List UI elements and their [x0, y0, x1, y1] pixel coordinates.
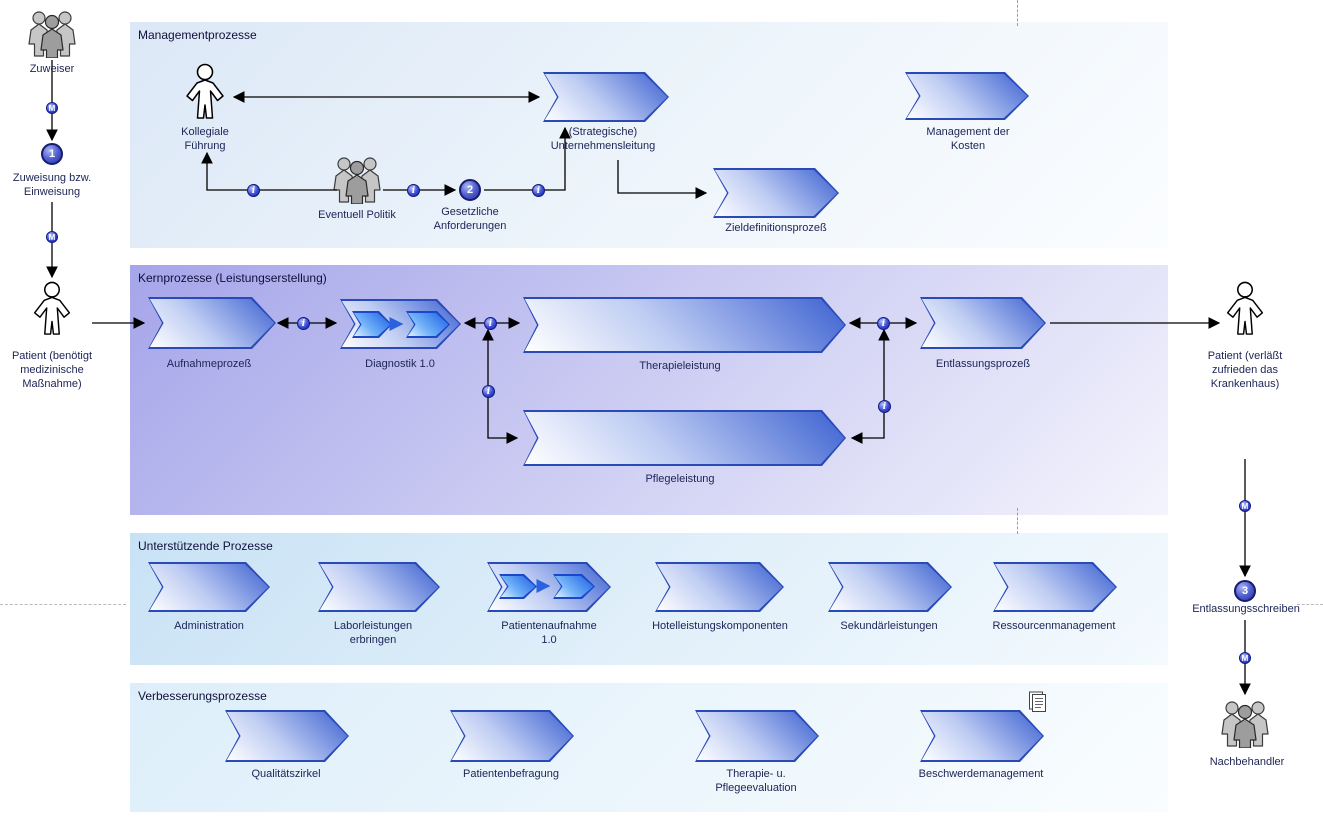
person-glyph — [186, 63, 224, 119]
page-break-mark — [1017, 508, 1018, 534]
laborleistungen-label: Laborleistungen erbringen — [333, 620, 413, 646]
people-group-glyph — [28, 11, 76, 59]
process-aufnahmeprozess[interactable] — [148, 297, 276, 349]
material-flow-badge[interactable]: M — [1239, 500, 1251, 512]
information-flow-badge[interactable]: i — [484, 317, 497, 330]
qualitaetszirkel-label: Qualitätszirkel — [251, 768, 321, 780]
process-administration[interactable] — [148, 562, 270, 612]
milestone-2-circle[interactable]: 2 — [459, 179, 481, 201]
material-flow-badge[interactable]: M — [46, 231, 58, 243]
information-flow-badge[interactable]: i — [247, 184, 260, 197]
zieldefinitionsprozess-label: Zieldefinitionsprozeß — [725, 222, 827, 234]
subprocess-diagnostik-step2[interactable] — [406, 311, 450, 338]
information-flow-badge[interactable]: i — [878, 400, 891, 413]
material-flow-badge[interactable]: M — [46, 102, 58, 114]
therapie-pflegeevaluation-label: Therapie- u. Pflegeevaluation — [715, 768, 797, 794]
material-flow-badge[interactable]: M — [1239, 652, 1251, 664]
page-break-mark — [1017, 0, 1018, 26]
nachbehandler-group-icon[interactable] — [1219, 698, 1271, 753]
document-glyph — [1029, 691, 1046, 712]
information-flow-badge[interactable]: i — [877, 317, 890, 330]
eventuell-politik-group-icon[interactable] — [331, 154, 383, 209]
beschwerdemanagement-label: Beschwerdemanagement — [918, 768, 1044, 780]
ressourcenmanagement-label: Ressourcenmanagement — [992, 620, 1116, 632]
information-flow-badge[interactable]: i — [482, 385, 495, 398]
band-title-support: Unterstützende Prozesse — [138, 539, 273, 553]
subprocess-diagnostik-step1[interactable] — [352, 311, 392, 338]
patient-end-person-icon[interactable] — [1223, 281, 1267, 340]
process-beschwerdemanagement[interactable] — [920, 710, 1044, 762]
zuweiser-label: Zuweiser — [29, 63, 75, 75]
document-icon — [1027, 691, 1047, 718]
patient-start-person-icon[interactable] — [30, 281, 74, 340]
subprocess-patientenaufnahme-step1[interactable] — [499, 574, 537, 599]
patient-start-label: Patient (benötigt medizinische Maßnahme) — [11, 350, 93, 390]
page-break-mark — [0, 604, 126, 605]
process-qualitaetszirkel[interactable] — [225, 710, 349, 762]
sekundaerleistungen-label: Sekundärleistungen — [840, 620, 938, 632]
process-ressourcenmanagement[interactable] — [993, 562, 1117, 612]
milestone-1-circle[interactable]: 1 — [41, 143, 63, 165]
milestone-2-label: Gesetzliche Anforderungen — [433, 206, 507, 232]
administration-label: Administration — [174, 620, 244, 632]
aufnahmeprozess-label: Aufnahmeprozeß — [166, 358, 252, 370]
process-pflegeleistung[interactable] — [523, 410, 846, 466]
band-managementprozesse: Managementprozesse — [130, 22, 1168, 248]
eventuell-politik-label: Eventuell Politik — [318, 209, 396, 221]
milestone-3-label: Entlassungsschreiben — [1192, 603, 1300, 615]
patientenbefragung-label: Patientenbefragung — [462, 768, 560, 780]
band-title-improvement: Verbesserungsprozesse — [138, 689, 267, 703]
process-patientenbefragung[interactable] — [450, 710, 574, 762]
process-entlassungsprozess[interactable] — [920, 297, 1046, 349]
patientenaufnahme-label: Patientenaufnahme 1.0 — [501, 620, 597, 646]
milestone-3-circle[interactable]: 3 — [1234, 580, 1256, 602]
information-flow-badge[interactable]: i — [297, 317, 310, 330]
process-sekundaerleistungen[interactable] — [828, 562, 952, 612]
process-management-der-kosten[interactable] — [905, 72, 1029, 120]
process-hotelleistungskomponenten[interactable] — [655, 562, 784, 612]
person-glyph — [1226, 281, 1264, 335]
entlassungsprozess-label: Entlassungsprozeß — [935, 358, 1031, 370]
people-group-glyph — [1221, 701, 1269, 749]
strategische-unternehmensleitung-label: (Strategische) Unternehmensleitung — [550, 126, 656, 152]
person-glyph — [33, 281, 71, 335]
band-title-management: Managementprozesse — [138, 28, 257, 42]
process-therapie-pflegeevaluation[interactable] — [695, 710, 819, 762]
subprocess-patientenaufnahme-step2[interactable] — [553, 574, 595, 599]
information-flow-badge[interactable]: i — [407, 184, 420, 197]
diagnostik-label: Diagnostik 1.0 — [365, 358, 435, 370]
pflegeleistung-label: Pflegeleistung — [645, 473, 715, 485]
process-therapieleistung[interactable] — [523, 297, 846, 353]
milestone-1-label: Zuweisung bzw. Einweisung — [12, 172, 92, 198]
kollegiale-fuehrung-person-icon[interactable] — [183, 62, 227, 125]
information-flow-badge[interactable]: i — [532, 184, 545, 197]
process-strategische-unternehmensleitung[interactable] — [543, 72, 669, 122]
zuweiser-group-icon[interactable] — [26, 8, 78, 63]
patient-end-label: Patient (verläßt zufrieden das Krankenha… — [1207, 350, 1283, 390]
therapieleistung-label: Therapieleistung — [639, 360, 721, 372]
people-group-glyph — [333, 157, 381, 205]
kollegiale-fuehrung-label: Kollegiale Führung — [181, 126, 229, 152]
process-zieldefinitionsprozess[interactable] — [713, 168, 839, 218]
page-break-mark — [1297, 604, 1323, 605]
nachbehandler-label: Nachbehandler — [1209, 756, 1285, 768]
management-der-kosten-label: Management der Kosten — [926, 126, 1010, 152]
hotelleistungskomponenten-label: Hotelleistungskomponenten — [652, 620, 788, 632]
process-laborleistungen[interactable] — [318, 562, 440, 612]
band-title-kern: Kernprozesse (Leistungserstellung) — [138, 271, 327, 285]
